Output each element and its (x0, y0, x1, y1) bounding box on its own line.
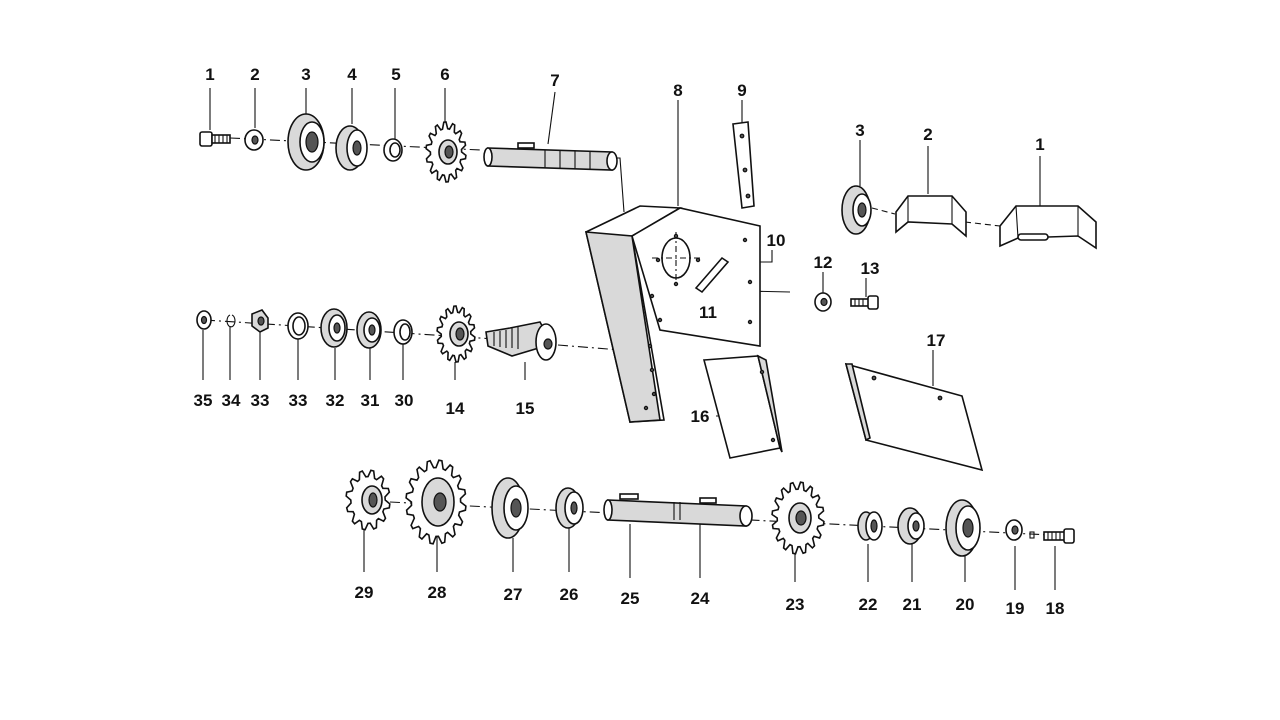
label-29: 29 (355, 583, 374, 602)
label-20: 20 (956, 595, 975, 614)
label-22: 22 (859, 595, 878, 614)
part-7-shaft (483, 142, 618, 171)
part-6-sprocket (425, 121, 467, 183)
label-1b: 1 (1035, 135, 1044, 154)
part-3-flange (287, 113, 325, 171)
part-20-flange (945, 499, 981, 557)
label-21: 21 (903, 595, 922, 614)
part-30-ring (393, 319, 413, 345)
part-25-shaft (603, 493, 753, 527)
label-16: 16 (691, 407, 710, 426)
part-2-washer (244, 129, 264, 151)
part-1-bolt (199, 131, 231, 147)
part-31-bearing (356, 311, 382, 349)
label-2a: 2 (250, 65, 259, 84)
part-8-housing (584, 205, 761, 423)
part-16-bracket (702, 354, 783, 459)
part-22-ring (857, 511, 883, 541)
label-30: 30 (395, 391, 414, 410)
label-8: 8 (673, 81, 682, 100)
label-28: 28 (428, 583, 447, 602)
part-21-bearing (897, 507, 925, 545)
part-3b-flange (841, 185, 872, 235)
label-17: 17 (927, 331, 946, 350)
label-12: 12 (814, 253, 833, 272)
label-3b: 3 (855, 121, 864, 140)
label-11: 11 (699, 303, 717, 322)
part-10-key (694, 256, 730, 294)
label-31: 31 (361, 391, 380, 410)
label-18: 18 (1046, 599, 1065, 618)
label-4: 4 (347, 65, 357, 84)
part-4-bearing (335, 125, 368, 171)
part-2b-cover (895, 195, 967, 238)
label-13: 13 (861, 259, 880, 278)
part-28-sprocket (405, 459, 467, 545)
part-number-labels: 1 2 3 4 5 6 7 8 9 3 2 1 10 12 13 11 17 3… (194, 65, 1065, 618)
label-2b: 2 (923, 125, 932, 144)
label-10: 10 (767, 231, 786, 250)
label-25: 25 (621, 589, 640, 608)
label-6: 6 (440, 65, 449, 84)
part-14-sprocket (436, 305, 476, 363)
part-17-plate (844, 362, 984, 472)
part-26-bearing (555, 487, 584, 529)
label-33a: 33 (251, 391, 270, 410)
part-12-washer (814, 292, 832, 312)
label-3a: 3 (301, 65, 310, 84)
label-26: 26 (560, 585, 579, 604)
part-33b-ring (287, 312, 309, 340)
part-27-flange (491, 477, 529, 539)
label-15: 15 (516, 399, 535, 418)
label-35: 35 (194, 391, 213, 410)
label-27: 27 (504, 585, 523, 604)
part-5-ring (383, 138, 403, 162)
label-5: 5 (391, 65, 400, 84)
part-1b-cover (999, 205, 1097, 250)
part-32-bearing (320, 308, 348, 348)
label-33b: 33 (289, 391, 308, 410)
label-19: 19 (1006, 599, 1025, 618)
label-32: 32 (326, 391, 345, 410)
label-34: 34 (222, 391, 241, 410)
part-18-screw (1029, 528, 1075, 544)
label-9: 9 (737, 81, 746, 100)
part-35-washer (196, 310, 212, 330)
part-34-ring (226, 314, 236, 328)
part-13-screw (850, 295, 879, 310)
part-33-nut (251, 309, 269, 333)
label-24: 24 (691, 589, 710, 608)
part-19-washer (1005, 519, 1023, 541)
label-1a: 1 (205, 65, 214, 84)
label-7: 7 (550, 71, 559, 90)
label-23: 23 (786, 595, 805, 614)
label-14: 14 (446, 399, 465, 418)
part-9-strip (732, 121, 755, 209)
part-15-shaft (485, 321, 557, 361)
part-29-sprocket (345, 469, 391, 531)
part-23-sprocket (771, 481, 825, 555)
